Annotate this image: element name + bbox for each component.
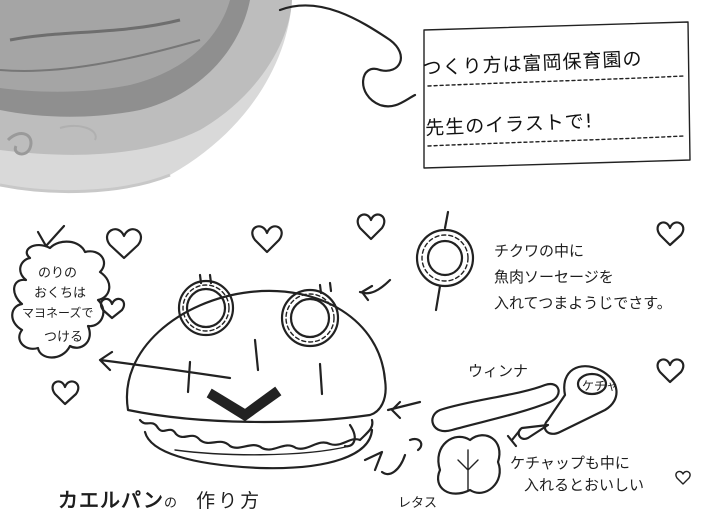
hearts — [51, 213, 685, 406]
ketchup-bottle — [517, 365, 618, 440]
bun-line — [318, 362, 324, 396]
chikuwa-label-2: 魚肉ソーセージを — [494, 268, 614, 286]
note-frame — [423, 21, 691, 169]
nori-label-2: おくちは — [34, 286, 87, 301]
arrow-lettuce-2 — [380, 453, 407, 476]
note-line-2: 先生のイラストで! — [424, 110, 594, 140]
decorative-loop — [278, 4, 417, 108]
title-no: の — [164, 496, 178, 511]
arrow-wiener — [386, 400, 422, 420]
ketchup-label-2: 入れるとおいしい — [524, 476, 645, 494]
page-title: カエルパンの 作り方 — [58, 484, 262, 513]
arrow-lettuce — [363, 450, 384, 472]
nori-label-4: つける — [44, 330, 84, 345]
title-rest: 作り方 — [196, 490, 263, 512]
title-main: カエルパン — [58, 488, 164, 512]
small-heart — [675, 470, 691, 485]
speech-cloud — [11, 240, 111, 359]
nori-label-1: のりの — [38, 266, 78, 281]
frog-mouth — [206, 386, 282, 422]
lettuce-label: レタス — [398, 496, 438, 511]
note-line-1: つくり方は富岡保育園の — [422, 48, 643, 80]
chikuwa-skewer — [415, 210, 475, 312]
lettuce-edge — [138, 418, 374, 451]
plate-photo — [0, 0, 292, 194]
bun-inner-line — [174, 445, 351, 456]
ketchup-label-1: ケチャップも中に — [510, 454, 630, 472]
squiggle — [408, 437, 423, 452]
chikuwa-label-1: チクワの中に — [494, 242, 585, 260]
nori-label-3: マヨネーズで — [22, 306, 94, 320]
wiener — [431, 382, 560, 433]
frog-eye-right — [280, 281, 340, 348]
bun-line — [186, 360, 192, 394]
bun-line — [253, 338, 260, 372]
ketchup-drops — [506, 428, 522, 448]
chikuwa-label-3: 入れてつまようじでさす。 — [494, 294, 672, 312]
frog-bottom-bun — [143, 428, 374, 470]
note-box: つくり方は富岡保育園の 先生のイラストで! — [415, 24, 691, 171]
frog-eye-left — [177, 273, 235, 337]
ketchup-bottle-label: ケチャ — [582, 379, 618, 393]
lettuce-leaf — [437, 434, 501, 495]
arrow-chikuwa — [358, 278, 392, 302]
arrow-mouth — [98, 350, 232, 380]
wiener-label: ウィンナ — [468, 362, 529, 380]
frog-top-bun — [125, 289, 387, 424]
arrow-bun — [343, 423, 356, 448]
